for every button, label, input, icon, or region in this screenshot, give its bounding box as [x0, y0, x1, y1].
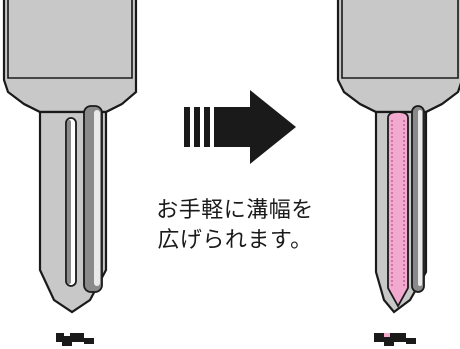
- groove-wide-highlight-before: [94, 110, 100, 286]
- caption-line-1: お手軽に溝幅を: [156, 198, 314, 223]
- groove-side-highlight-after: [418, 110, 422, 286]
- arrow-bar-1: [184, 107, 190, 147]
- cross-section-shape-after: [374, 333, 416, 346]
- cross-section-highlight-after: [384, 333, 390, 337]
- key-after: [336, 0, 460, 314]
- key-head-after: [336, 0, 460, 114]
- cross-section-shape-before: [56, 333, 94, 346]
- key-before: [2, 0, 138, 314]
- cross-section-after: [374, 333, 416, 346]
- cross-section-before: [56, 333, 94, 346]
- key-head-inner-line-before: [7, 0, 133, 79]
- groove-narrow-shade-before: [67, 120, 71, 284]
- key-shoulder-after: [359, 103, 443, 113]
- arrow-bar-3: [204, 107, 210, 147]
- arrow-head: [214, 90, 296, 164]
- caption-line-2: 広げられます。: [157, 228, 313, 253]
- groove-widened-after: [387, 111, 409, 308]
- caption: お手軽に溝幅を 広げられます。: [140, 196, 330, 256]
- right-arrow: [184, 90, 296, 164]
- key-head-inner-line-after: [341, 0, 459, 79]
- arrow-bar-2: [194, 107, 200, 147]
- key-shoulder-before: [23, 103, 123, 113]
- key-head-before: [2, 0, 138, 114]
